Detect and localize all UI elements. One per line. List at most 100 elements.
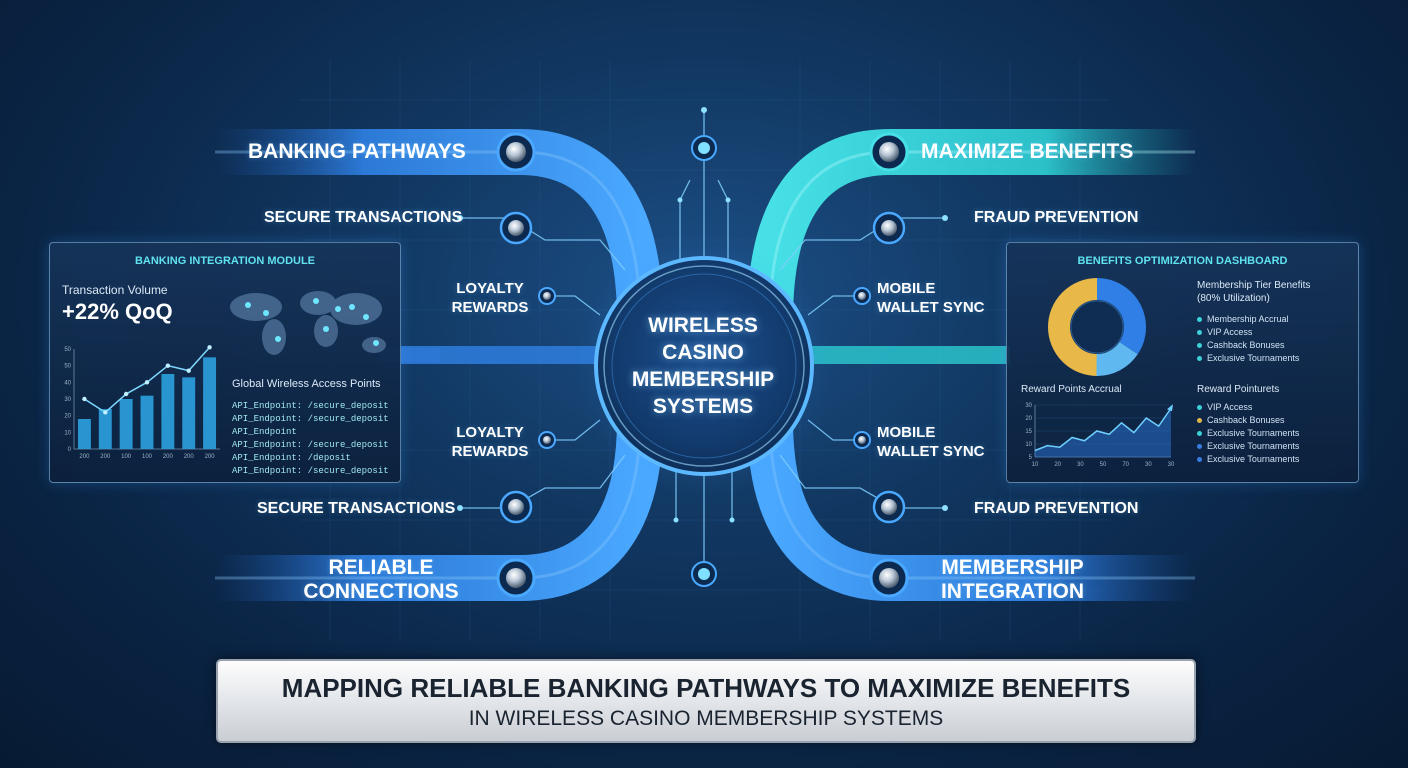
y-tick-label: 30	[64, 397, 71, 403]
tier-utilization-donut	[1048, 278, 1146, 376]
metric-value: +22% QoQ	[62, 299, 173, 324]
x-tick-label: 100	[121, 454, 132, 460]
node-wallet-top	[853, 287, 871, 305]
api-line-2: API_Endpoint: /secure_deposit	[232, 414, 389, 424]
api-line-1: API_Endpoint: /secure_deposit	[232, 401, 389, 411]
y-tick-label: 15	[1025, 429, 1032, 435]
label-membership-integration: Membership Integration	[940, 556, 1085, 603]
api-line-3: API_Endpoint	[232, 427, 297, 437]
y-tick-label: 30	[1025, 403, 1032, 409]
y-tick-label: 5	[1029, 455, 1033, 461]
node-reliable-connections	[496, 558, 536, 598]
x-tick-label: 10	[1032, 462, 1039, 468]
label-loyalty-rewards-top: Loyalty Rewards	[451, 280, 529, 316]
bar	[77, 419, 91, 449]
bar	[119, 399, 133, 449]
bullet-icon	[1197, 356, 1202, 362]
bullet-icon	[1197, 418, 1202, 424]
bullet-icon	[1197, 444, 1202, 450]
label-secure-transactions-top: Secure Transactions	[264, 209, 463, 226]
label-maximize-benefits: Maximize Benefits	[921, 140, 1134, 163]
node-fraud-prevention-bottom	[872, 490, 906, 524]
bullet-icon	[1197, 343, 1202, 349]
tier-subtitle: (80% Utilization)	[1197, 293, 1270, 304]
y-tick-label: 10	[64, 430, 71, 436]
reward-item: Exclusive Tournaments	[1197, 441, 1299, 451]
banner-title: Mapping Reliable Banking Pathways to Max…	[281, 673, 1131, 703]
node-maximize-benefits	[869, 132, 909, 172]
node-top-center	[691, 135, 717, 161]
node-fraud-prevention-top	[872, 211, 906, 245]
reward-list-title: Reward Pointurets	[1197, 384, 1280, 395]
label-loyalty-rewards-bottom: Loyalty Rewards	[451, 424, 529, 460]
x-tick-label: 200	[163, 454, 174, 460]
api-line-5: API_Endpoint: /deposit	[232, 453, 351, 463]
x-tick-label: 200	[184, 454, 195, 460]
y-tick-label: 50	[64, 364, 71, 370]
x-tick-label: 100	[142, 454, 153, 460]
bar	[182, 377, 196, 449]
x-tick-label: 200	[205, 454, 216, 460]
world-map-graphic	[230, 291, 386, 355]
x-tick-label: 70	[1122, 462, 1129, 468]
bullet-icon	[1197, 317, 1202, 323]
node-loyalty-bottom	[538, 431, 556, 449]
area-line	[1034, 407, 1172, 452]
reward-item: Exclusive Tournaments	[1197, 454, 1299, 464]
x-tick-label: 200	[100, 454, 111, 460]
label-fraud-prevention-top: Fraud Prevention	[974, 209, 1139, 226]
arrow-icon	[1167, 404, 1173, 412]
trend-point	[165, 363, 171, 368]
title-banner: Mapping Reliable Banking Pathways to Max…	[216, 659, 1196, 743]
x-tick-label: 30	[1145, 462, 1152, 468]
api-line-4: API_Endpoint: /secure_deposit	[232, 440, 389, 450]
node-banking-pathways	[496, 132, 536, 172]
benefits-optimization-panel: Benefits Optimization Dashboard Membersh…	[1006, 242, 1359, 483]
reward-item: VIP Access	[1197, 402, 1252, 412]
panel-title: Benefits Optimization Dashboard	[1077, 255, 1288, 267]
label-secure-transactions-bottom: Secure Transactions	[257, 500, 456, 517]
label-reliable-connections: Reliable Connections	[303, 556, 459, 603]
label-mobile-wallet-sync-top: Mobile Wallet Sync	[877, 280, 985, 316]
tier-item: Membership Accrual	[1197, 314, 1289, 324]
reward-item: Exclusive Tournaments	[1197, 428, 1299, 438]
node-wallet-bottom	[853, 431, 871, 449]
trend-point	[207, 345, 212, 350]
trend-point	[103, 410, 108, 415]
x-tick-label: 200	[79, 454, 90, 460]
bar	[140, 395, 154, 449]
map-label: Global Wireless Access Points	[232, 378, 381, 390]
banking-integration-panel: Banking Integration Module Transaction V…	[49, 242, 401, 483]
tier-title: Membership Tier Benefits	[1197, 280, 1311, 291]
tier-item: VIP Access	[1197, 327, 1252, 337]
y-tick-label: 20	[64, 414, 71, 420]
bar	[98, 409, 112, 449]
tier-item: Cashback Bonuses	[1197, 340, 1285, 350]
trend-point	[123, 391, 129, 397]
trend-point	[144, 380, 150, 385]
tier-item: Exclusive Tournaments	[1197, 353, 1299, 363]
api-line-6: API_Endpoint: /secure_deposit	[232, 466, 389, 476]
metric-label: Transaction Volume	[62, 283, 168, 297]
panel-title: Banking Integration Module	[134, 255, 316, 267]
bullet-icon	[1197, 330, 1202, 336]
reward-item: Cashback Bonuses	[1197, 415, 1285, 425]
x-tick-label: 20	[1054, 462, 1061, 468]
y-tick-label: 40	[64, 380, 71, 386]
label-mobile-wallet-sync-bottom: Mobile Wallet Sync	[877, 424, 985, 460]
node-secure-transactions-bottom	[499, 490, 533, 524]
bar	[161, 374, 175, 449]
bullet-icon	[1197, 405, 1202, 411]
x-tick-label: 30	[1077, 462, 1084, 468]
trend-point	[186, 368, 191, 373]
bullet-icon	[1197, 431, 1202, 437]
hub-title: Wireless Casino Membership Systems	[631, 314, 775, 418]
node-loyalty-top	[538, 287, 556, 305]
bar	[203, 357, 217, 449]
label-fraud-prevention-bottom: Fraud Prevention	[974, 500, 1139, 517]
trend-point	[82, 396, 87, 402]
